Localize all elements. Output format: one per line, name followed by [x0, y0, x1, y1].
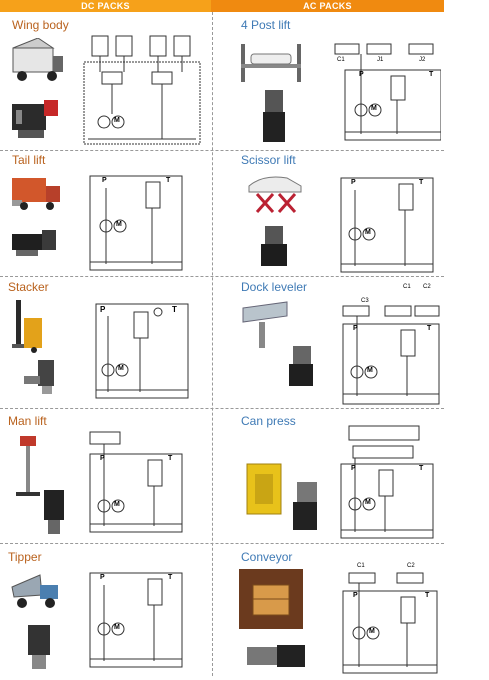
catalog-item-conveyor: Conveyor C1 C2 P T M: [213, 543, 444, 676]
item-title: Man lift: [8, 414, 47, 428]
column-divider: [212, 12, 213, 676]
catalog-item-4-post-lift: 4 Post lift C1 J1 J2 P T M: [213, 12, 444, 150]
power-unit-photo: [38, 488, 70, 538]
item-title: Stacker: [8, 280, 49, 294]
pressure-port-label: P: [102, 177, 107, 184]
stacker-photo: [10, 298, 50, 354]
pressure-port-label: P: [351, 179, 356, 186]
hydraulic-schematic: P T M: [339, 424, 435, 545]
truck-tail-lift-photo: [10, 172, 65, 214]
power-unit-photo: [20, 358, 70, 400]
item-title: Dock leveler: [241, 280, 308, 294]
motor-symbol: M: [116, 221, 122, 228]
hydraulic-schematic: C1 C2 C3 P T M: [341, 284, 441, 411]
item-title: Scissor lift: [241, 153, 296, 167]
item-title: Conveyor: [241, 550, 293, 564]
hydraulic-schematic: P T M: [94, 302, 190, 405]
valve-label: C1: [337, 57, 345, 63]
four-post-lift-photo: [237, 38, 307, 86]
pressure-port-label: P: [359, 71, 364, 78]
valve-label: C1: [403, 284, 411, 290]
pressure-port-label: P: [353, 325, 358, 332]
tank-port-label: T: [419, 179, 424, 186]
truck-with-wings-photo: [10, 38, 65, 88]
pressure-port-label: P: [100, 574, 105, 581]
row-divider: [0, 543, 444, 544]
power-unit-photo: [259, 88, 289, 146]
tipper-truck-photo: [10, 569, 66, 613]
tank-port-label: T: [166, 177, 171, 184]
valve-label: J1: [377, 57, 384, 63]
motor-symbol: M: [371, 105, 377, 112]
hydraulic-schematic: C1 J1 J2 P T M: [325, 42, 442, 147]
hydraulic-schematic: P T M: [339, 176, 435, 279]
dock-leveler-photo: [239, 298, 291, 350]
catalog-item-man-lift: Man lift P T M: [0, 408, 212, 543]
item-title: Tail lift: [12, 153, 46, 167]
valve-label: C3: [361, 298, 369, 304]
catalog-item-can-press: Can press P T M: [213, 408, 444, 543]
dc-packs-header: DC PACKS: [0, 0, 211, 12]
ac-packs-header: AC PACKS: [211, 0, 444, 12]
catalog-item-tail-lift: Tail lift P T M: [0, 150, 212, 276]
catalog-item-tipper: Tipper P T M: [0, 543, 212, 676]
power-unit-photo: [283, 344, 319, 388]
tank-port-label: T: [419, 465, 424, 472]
catalog-item-wing-body: Wing body M: [0, 12, 212, 150]
power-unit-photo: [243, 639, 313, 673]
tank-port-label: T: [425, 592, 430, 599]
catalog-item-stacker: Stacker P T M: [0, 276, 212, 408]
item-title: Tipper: [8, 550, 42, 564]
catalog-item-dock-leveler: Dock leveler C1 C2 C3 P T M: [213, 276, 444, 408]
hydraulic-schematic: P T M: [88, 430, 184, 539]
power-unit-photo: [287, 478, 323, 534]
tank-port-label: T: [168, 574, 173, 581]
tank-port-label: T: [429, 71, 434, 78]
can-press-photo: [243, 460, 289, 518]
row-divider: [0, 150, 444, 151]
conveyor-photo: [239, 569, 303, 629]
valve-label: C2: [423, 284, 431, 290]
catalog-item-scissor-lift: Scissor lift P T M: [213, 150, 444, 276]
pressure-port-label: P: [100, 305, 106, 314]
power-unit-photo: [20, 623, 60, 673]
valve-label: J2: [419, 57, 426, 63]
tank-port-label: T: [168, 455, 173, 462]
motor-symbol: M: [365, 499, 371, 506]
motor-symbol: M: [114, 501, 120, 508]
man-lift-photo: [12, 432, 44, 502]
hydraulic-schematic: C1 C2 P T M: [341, 563, 439, 680]
row-divider: [0, 276, 444, 277]
item-title: Wing body: [12, 18, 69, 32]
motor-symbol: M: [118, 365, 124, 372]
motor-symbol: M: [114, 117, 120, 124]
row-divider: [0, 408, 444, 409]
power-unit-photo: [257, 224, 291, 268]
pressure-port-label: P: [351, 465, 356, 472]
item-title: 4 Post lift: [241, 18, 291, 32]
pressure-port-label: P: [353, 592, 358, 599]
motor-symbol: M: [367, 367, 373, 374]
item-title: Can press: [241, 414, 296, 428]
motor-symbol: M: [114, 624, 120, 631]
valve-label: C1: [357, 563, 365, 569]
tank-port-label: T: [427, 325, 432, 332]
scissor-lift-photo: [243, 172, 307, 216]
hydraulic-schematic: P T M: [88, 571, 184, 674]
hydraulic-schematic: P T M: [88, 174, 184, 277]
motor-symbol: M: [369, 628, 375, 635]
motor-symbol: M: [365, 229, 371, 236]
power-unit-photo: [8, 96, 63, 144]
tank-port-label: T: [172, 305, 177, 314]
valve-label: C2: [407, 563, 415, 569]
hydraulic-schematic: M: [82, 34, 202, 151]
pressure-port-label: P: [100, 455, 105, 462]
power-unit-photo: [8, 222, 63, 262]
